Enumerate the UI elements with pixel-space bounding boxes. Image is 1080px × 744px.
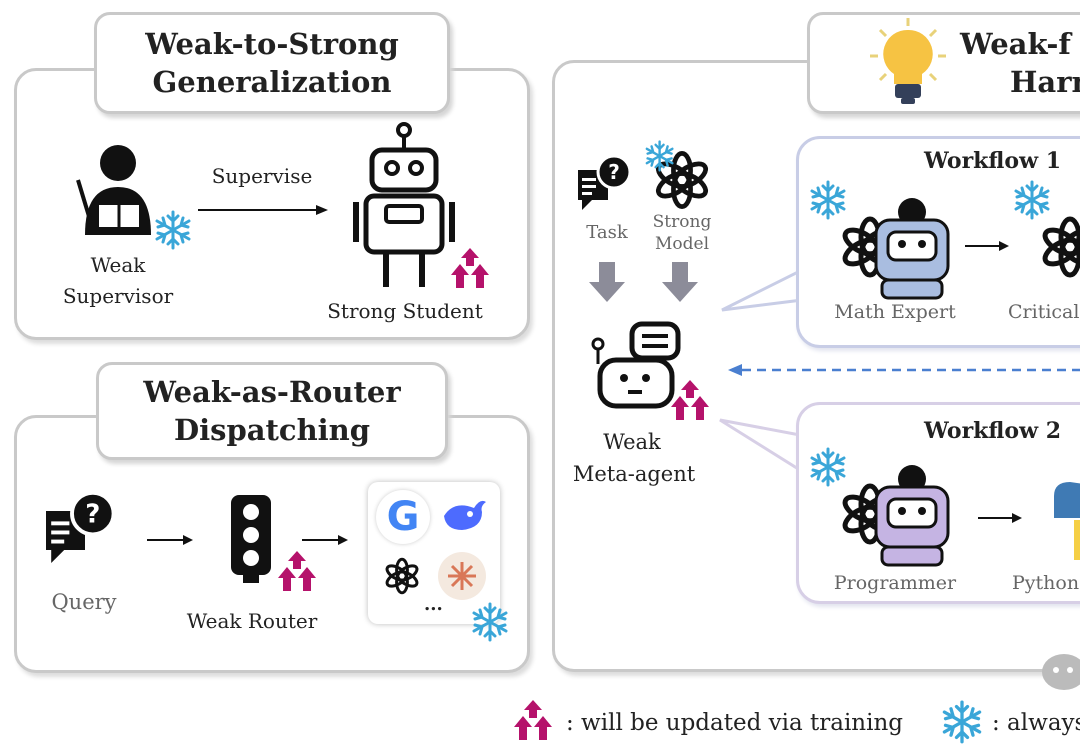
update-arrow-legend-icon	[514, 700, 552, 740]
supervise-label: Supervise	[211, 164, 313, 188]
title-line: Dispatching	[173, 413, 371, 447]
claude-logo	[438, 552, 486, 600]
weak-supervisor-label: Supervisor	[62, 284, 174, 308]
dashed-feedback-arrow	[728, 364, 1080, 376]
task-icon	[576, 154, 632, 212]
snowflake-icon	[472, 602, 508, 642]
title-line: Weak-as-Router	[143, 375, 401, 409]
down-arrow-icon	[662, 262, 698, 302]
more-models: ...	[424, 594, 443, 615]
math-expert-label: Math Expert	[834, 301, 956, 323]
openai-logo	[378, 552, 426, 600]
strong-student-label: Strong Student	[327, 299, 483, 323]
legend-updated-label: : will be updated via training	[566, 710, 904, 736]
arrow-icon	[965, 241, 1009, 251]
weak-meta-agent-robot-icon	[591, 321, 709, 420]
title-line: Harn	[1010, 65, 1080, 99]
weak-supervisor-icon	[76, 145, 191, 250]
query-label: Query	[51, 590, 117, 614]
deepseek-logo	[444, 500, 486, 530]
weak-router-label: Weak Router	[186, 609, 318, 633]
workflow-1-title: Workflow 1	[924, 148, 1061, 174]
weak-for-harness-title: Weak-f Harn	[807, 12, 1080, 114]
weak-supervisor-label: Weak	[90, 253, 146, 277]
arrow-icon	[147, 535, 193, 545]
lightbulb-icon	[870, 18, 946, 104]
python-label: Python	[1012, 572, 1080, 594]
arrow-icon	[302, 535, 348, 545]
strong-model-label: Model	[654, 234, 710, 254]
programmer-label: Programmer	[833, 572, 957, 594]
strong-model-label: Strong	[652, 212, 712, 232]
down-arrow-icon	[589, 262, 625, 302]
snowflake-legend-icon	[942, 700, 982, 744]
workflow-2-title: Workflow 2	[924, 418, 1061, 444]
weak-as-router-title: Weak-as-Router Dispatching	[96, 362, 448, 460]
chat-watermark-icon	[1042, 654, 1080, 690]
critic-label: Critical	[1008, 301, 1080, 323]
weak-meta-agent-label: Meta-agent	[572, 462, 696, 486]
title-line: Generalization	[152, 65, 392, 99]
python-icon	[1054, 482, 1080, 560]
traffic-light-icon	[231, 495, 316, 591]
legend-frozen-label: : always	[992, 710, 1080, 736]
arrow-icon	[978, 513, 1022, 523]
query-icon	[44, 490, 116, 565]
task-label: Task	[586, 222, 628, 243]
programmer-agent-icon	[810, 447, 950, 567]
critic-agent-icon	[1014, 180, 1051, 216]
weak-to-strong-title: Weak-to-Strong Generalization	[94, 12, 450, 114]
google-logo: G	[376, 490, 430, 544]
weak-meta-agent-label: Weak	[603, 430, 661, 454]
strong-student-robot-icon	[353, 122, 489, 288]
math-expert-agent-icon	[810, 180, 950, 300]
model-pool-card: G ...	[368, 482, 500, 624]
strong-model-openai-icon	[645, 140, 683, 181]
title-line: Weak-f	[960, 27, 1071, 61]
supervise-arrow	[198, 205, 328, 215]
title-line: Weak-to-Strong	[145, 27, 399, 61]
